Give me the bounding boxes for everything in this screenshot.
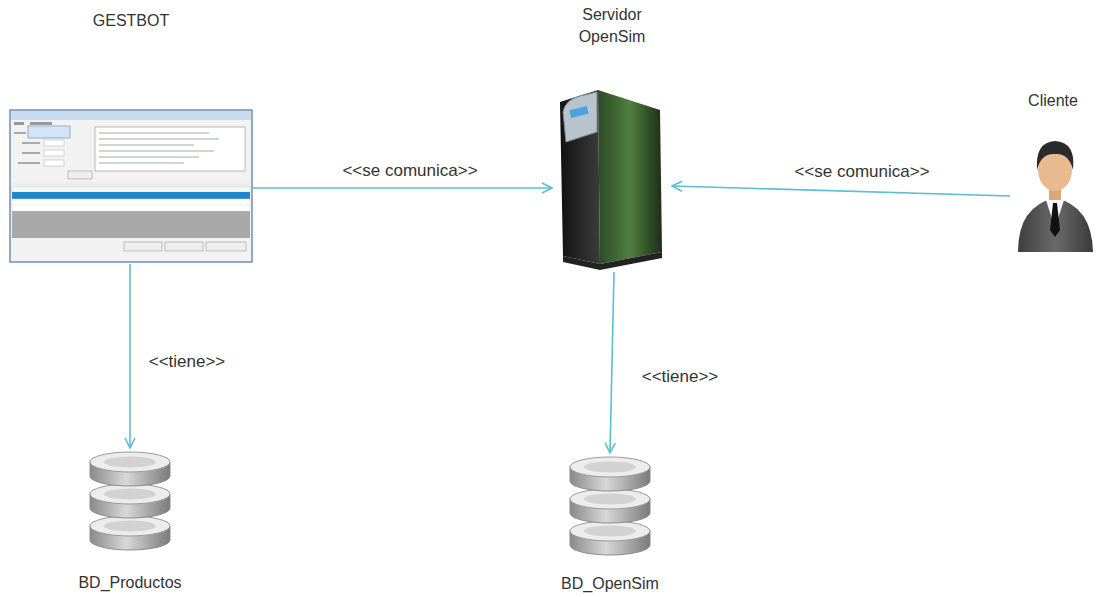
edge-label: <<tiene>> xyxy=(146,352,229,372)
database-node: BD_Productos xyxy=(65,448,195,594)
connector xyxy=(129,264,131,448)
node-label: Cliente xyxy=(1028,90,1078,112)
connector xyxy=(610,272,614,453)
database-icon xyxy=(90,452,170,550)
edge-label: <<tiene>> xyxy=(639,367,722,387)
server-node: Servidor OpenSim xyxy=(552,4,672,272)
edge-label: <<se comunica>> xyxy=(339,161,480,181)
connector xyxy=(252,187,552,189)
node-label: BD_OpenSim xyxy=(561,573,659,595)
node-label: GESTBOT xyxy=(93,10,169,32)
app-window xyxy=(10,110,252,262)
database-node: BD_OpenSim xyxy=(555,453,665,595)
server-icon xyxy=(560,90,662,270)
application-node: GESTBOT xyxy=(10,10,252,264)
node-label: Servidor OpenSim xyxy=(570,4,654,47)
node-label: BD_Productos xyxy=(78,572,181,594)
edge-label: <<se comunica>> xyxy=(791,162,932,182)
person-icon xyxy=(1018,141,1093,252)
client-actor: Cliente xyxy=(1010,90,1096,256)
connector xyxy=(672,186,1010,196)
database-icon xyxy=(570,457,650,555)
